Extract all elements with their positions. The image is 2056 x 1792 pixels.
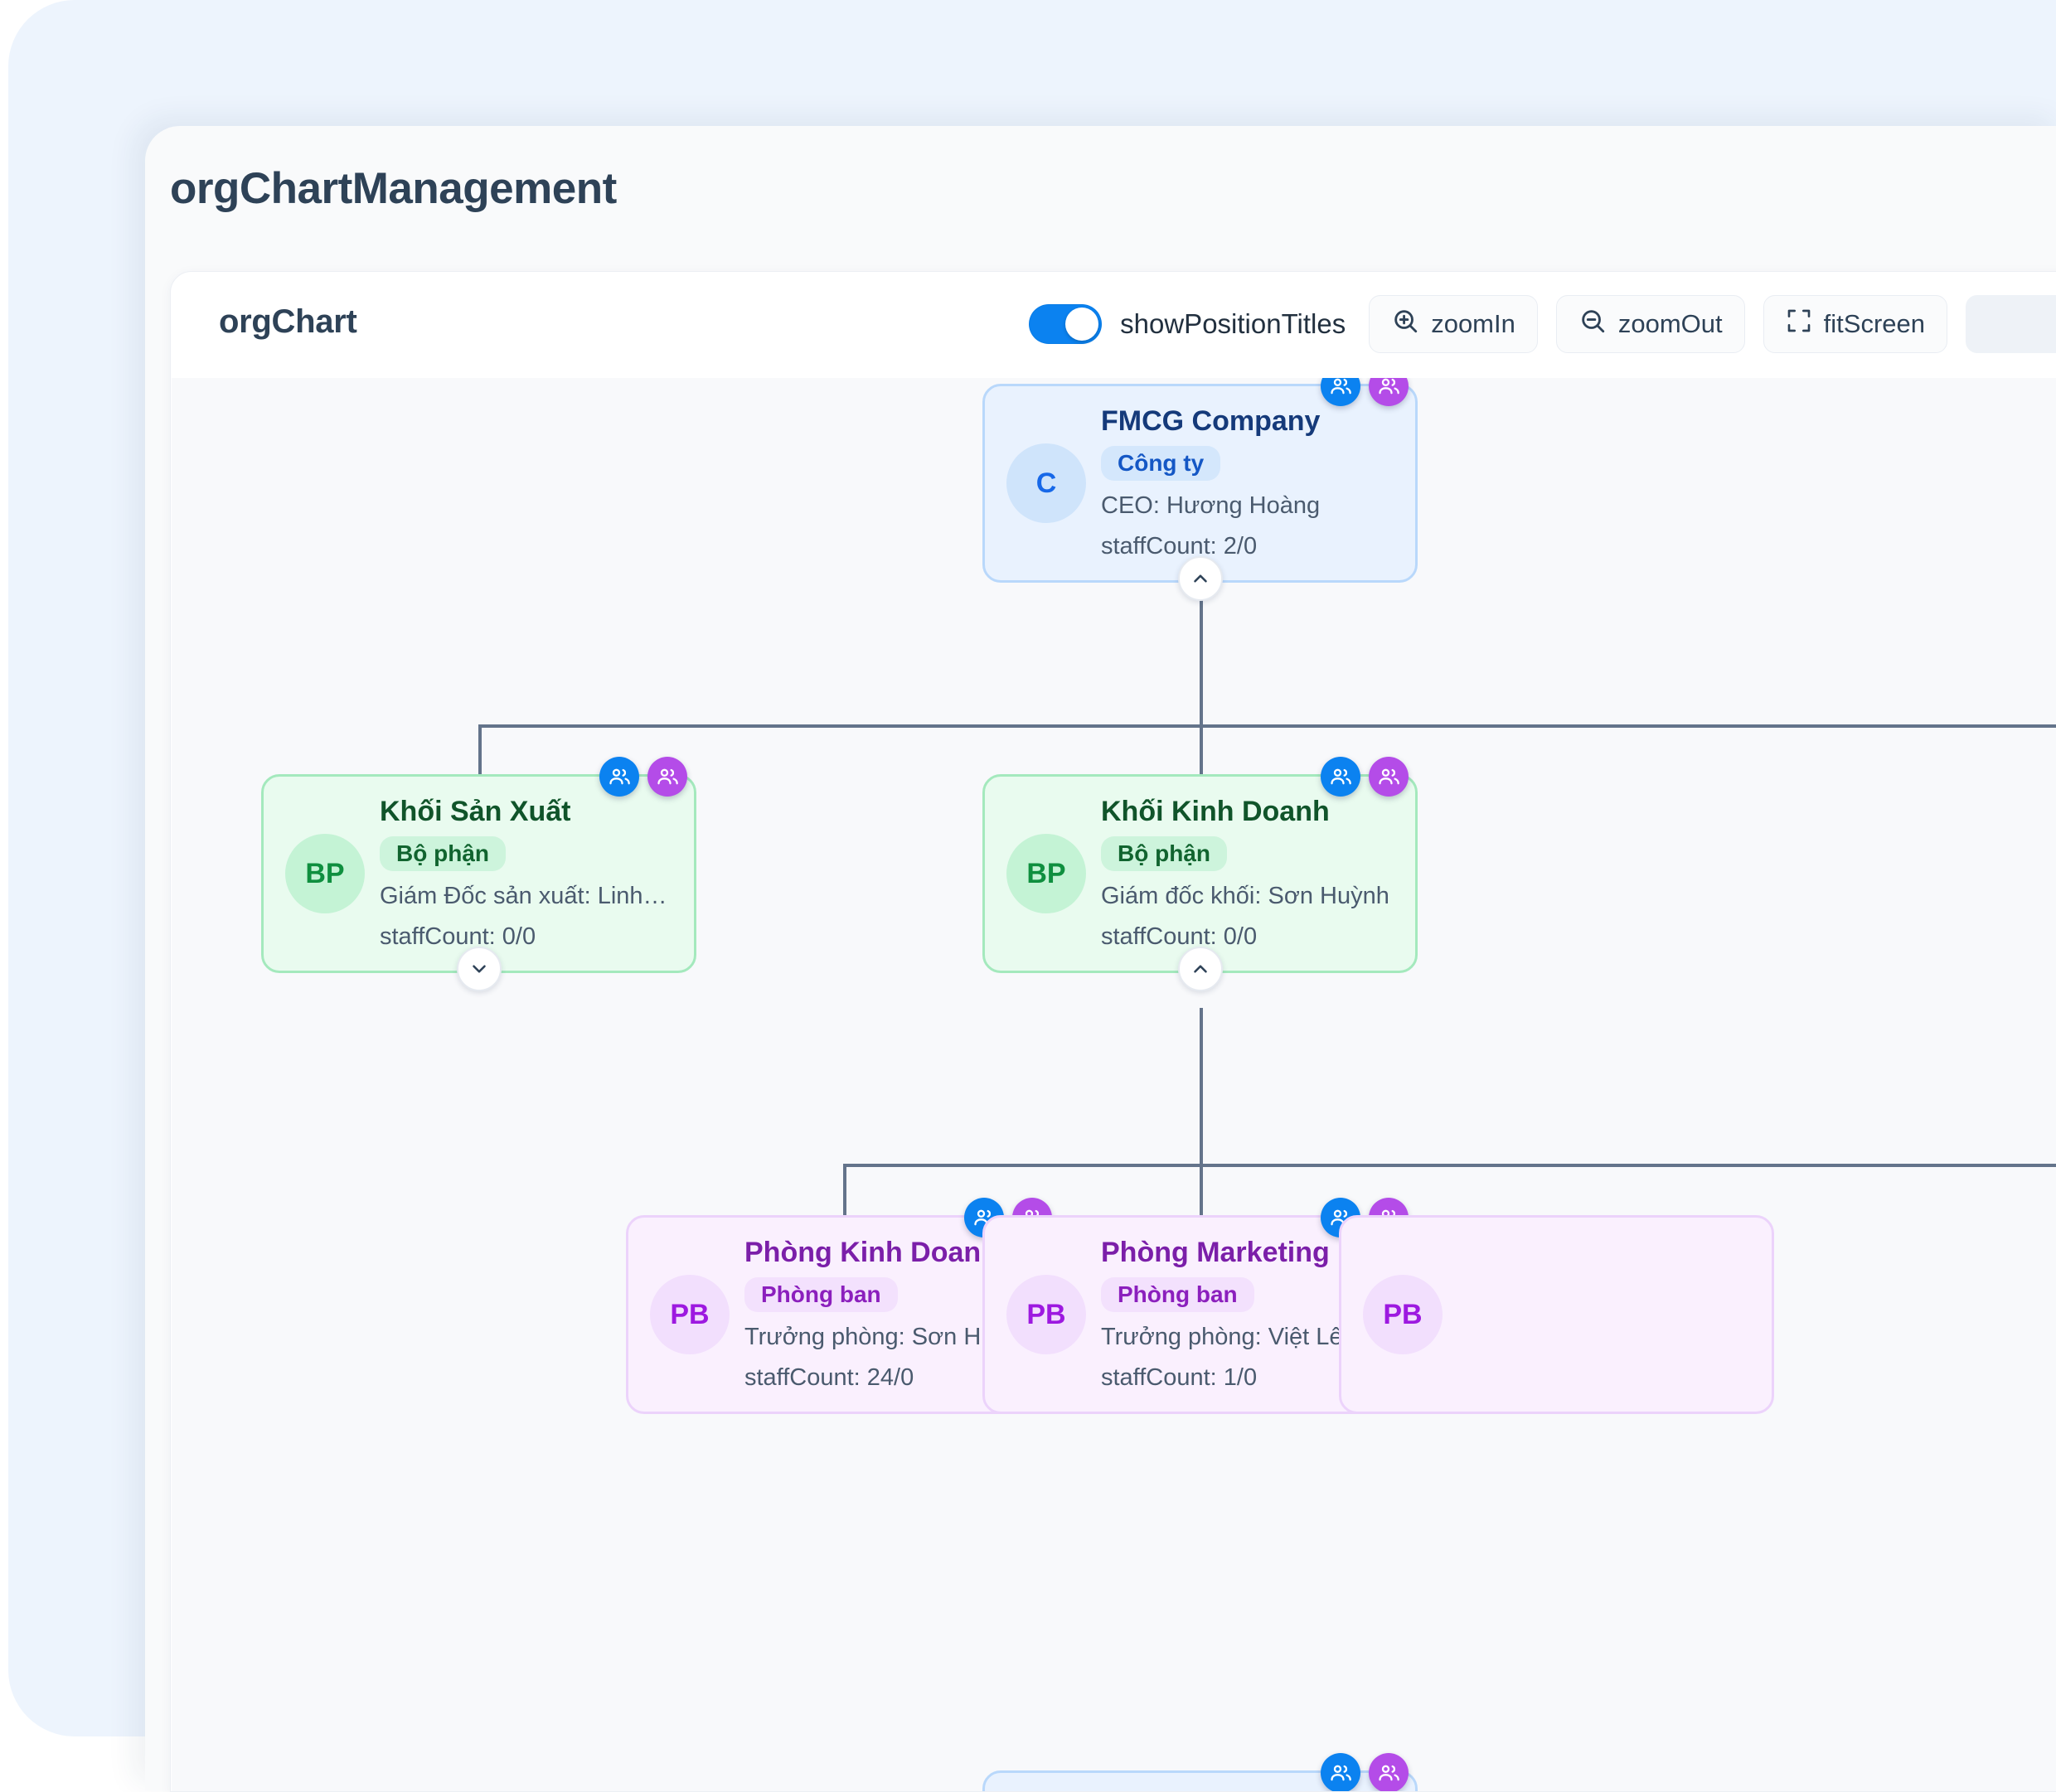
- fit-screen-icon: [1786, 308, 1812, 341]
- fit-screen-text: fitScreen: [1823, 309, 1925, 338]
- users-icon[interactable]: [1369, 1753, 1409, 1791]
- fit-screen-button[interactable]: fitScreen: [1763, 295, 1947, 353]
- connector-to-pkd: [843, 1164, 846, 1215]
- orgchart-node-dept-partial[interactable]: PB: [1339, 1215, 1774, 1414]
- users-icon[interactable]: [1369, 378, 1409, 406]
- node-avatar: PB: [650, 1275, 730, 1354]
- orgchart-toolbar: showPositionTitles orgChart zoomIn: [1029, 295, 2056, 353]
- zoom-out-text: zoomOut: [1617, 309, 1723, 338]
- node-type-badge: Bộ phận: [1101, 836, 1227, 872]
- node-badges: [599, 757, 687, 797]
- node-staffcount: staffCount: 0/0: [1101, 923, 1258, 950]
- node-badges: [1321, 757, 1409, 797]
- connector-to-kkd: [1200, 724, 1203, 774]
- node-title: Khối Sản Xuất: [380, 796, 571, 828]
- node-staffcount: staffCount: 0/0: [380, 923, 536, 950]
- show-position-titles-label: showPositionTitles: [1120, 308, 1346, 339]
- node-lead: Giám đốc khối: Sơn Huỳnh: [1101, 883, 1389, 910]
- orgchart-node-khoi-kinh-doanh[interactable]: BP Khối Kinh Doanh Bộ phận Giám đốc khối…: [982, 757, 1418, 991]
- orgchart-node-khoi-san-xuat[interactable]: BP Khối Sản Xuất Bộ phận Giám Đốc sản xu…: [261, 757, 696, 991]
- node-title: Phòng Kinh Doanh: [744, 1237, 998, 1269]
- orgchart-card: orgChart showPositionTitles: [170, 271, 2056, 1792]
- node-avatar: BP: [285, 834, 365, 913]
- node-badges: [1321, 378, 1409, 406]
- toolbar-overflow-button[interactable]: [1966, 295, 2056, 353]
- node-type-badge: Công ty: [1101, 446, 1221, 482]
- zoom-in-icon: [1391, 307, 1419, 341]
- connector-to-pmkt: [1200, 1164, 1203, 1215]
- zoom-in-button[interactable]: orgChart zoomIn: [1369, 295, 1538, 353]
- node-avatar: BP: [1006, 834, 1086, 913]
- zoom-in-text: zoomIn: [1431, 309, 1515, 338]
- expand-chevron-down-icon[interactable]: [456, 947, 502, 991]
- node-type-badge: Phòng ban: [744, 1277, 898, 1313]
- show-position-titles-toggle[interactable]: [1029, 304, 1103, 344]
- node-type-badge: Bộ phận: [380, 836, 506, 872]
- node-avatar: PB: [1363, 1275, 1443, 1354]
- node-staffcount: staffCount: 2/0: [1101, 532, 1258, 559]
- node-type-badge: Phòng ban: [1101, 1277, 1254, 1313]
- node-avatar: C: [1006, 443, 1086, 523]
- users-icon[interactable]: [1321, 378, 1360, 406]
- users-icon[interactable]: [1321, 757, 1360, 797]
- node-avatar: PB: [1006, 1275, 1086, 1354]
- collapse-chevron-up-icon[interactable]: [1177, 556, 1223, 601]
- page-panel: orgChartManagement orgChart showPosition…: [145, 126, 2056, 1792]
- app-shell: orgChartManagement orgChart showPosition…: [8, 0, 2056, 1792]
- orgchart-node-fmcg[interactable]: C FMCG Company Công ty CEO: Hương Hoàng …: [982, 378, 1418, 601]
- orgchart-node-test-company[interactable]: C Test Company Công ty: [982, 1753, 1418, 1791]
- orgchart-header: orgChart showPositionTitles: [171, 272, 2056, 378]
- show-position-titles-group[interactable]: showPositionTitles: [1029, 304, 1346, 344]
- node-lead: Giám Đốc sản xuất: Linh H...: [380, 883, 672, 910]
- zoom-out-button[interactable]: zoomOut: [1555, 295, 1745, 353]
- connector-level2-bus: [843, 1164, 2056, 1167]
- connector-kkd-down: [1200, 1008, 1203, 1165]
- orgchart-title: orgChart: [219, 303, 357, 340]
- node-lead: CEO: Hương Hoàng: [1101, 492, 1321, 520]
- connector-to-ksx: [478, 724, 482, 774]
- node-title: FMCG Company: [1101, 405, 1321, 438]
- page-title: orgChartManagement: [170, 164, 617, 213]
- users-icon[interactable]: [1321, 1753, 1360, 1791]
- node-badges: [1321, 1753, 1409, 1791]
- users-icon[interactable]: [1369, 757, 1409, 797]
- node-title: Khối Kinh Doanh: [1101, 796, 1330, 828]
- collapse-chevron-up-icon[interactable]: [1177, 947, 1223, 991]
- users-icon[interactable]: [647, 757, 687, 797]
- connector-root-down: [1200, 581, 1203, 726]
- zoom-out-icon: [1578, 307, 1607, 341]
- users-icon[interactable]: [599, 757, 639, 797]
- connector-level1-bus: [478, 724, 2056, 728]
- orgchart-canvas[interactable]: C FMCG Company Công ty CEO: Hương Hoàng …: [172, 378, 2056, 1791]
- node-title: Phòng Marketing: [1101, 1237, 1330, 1269]
- toggle-knob: [1065, 308, 1099, 341]
